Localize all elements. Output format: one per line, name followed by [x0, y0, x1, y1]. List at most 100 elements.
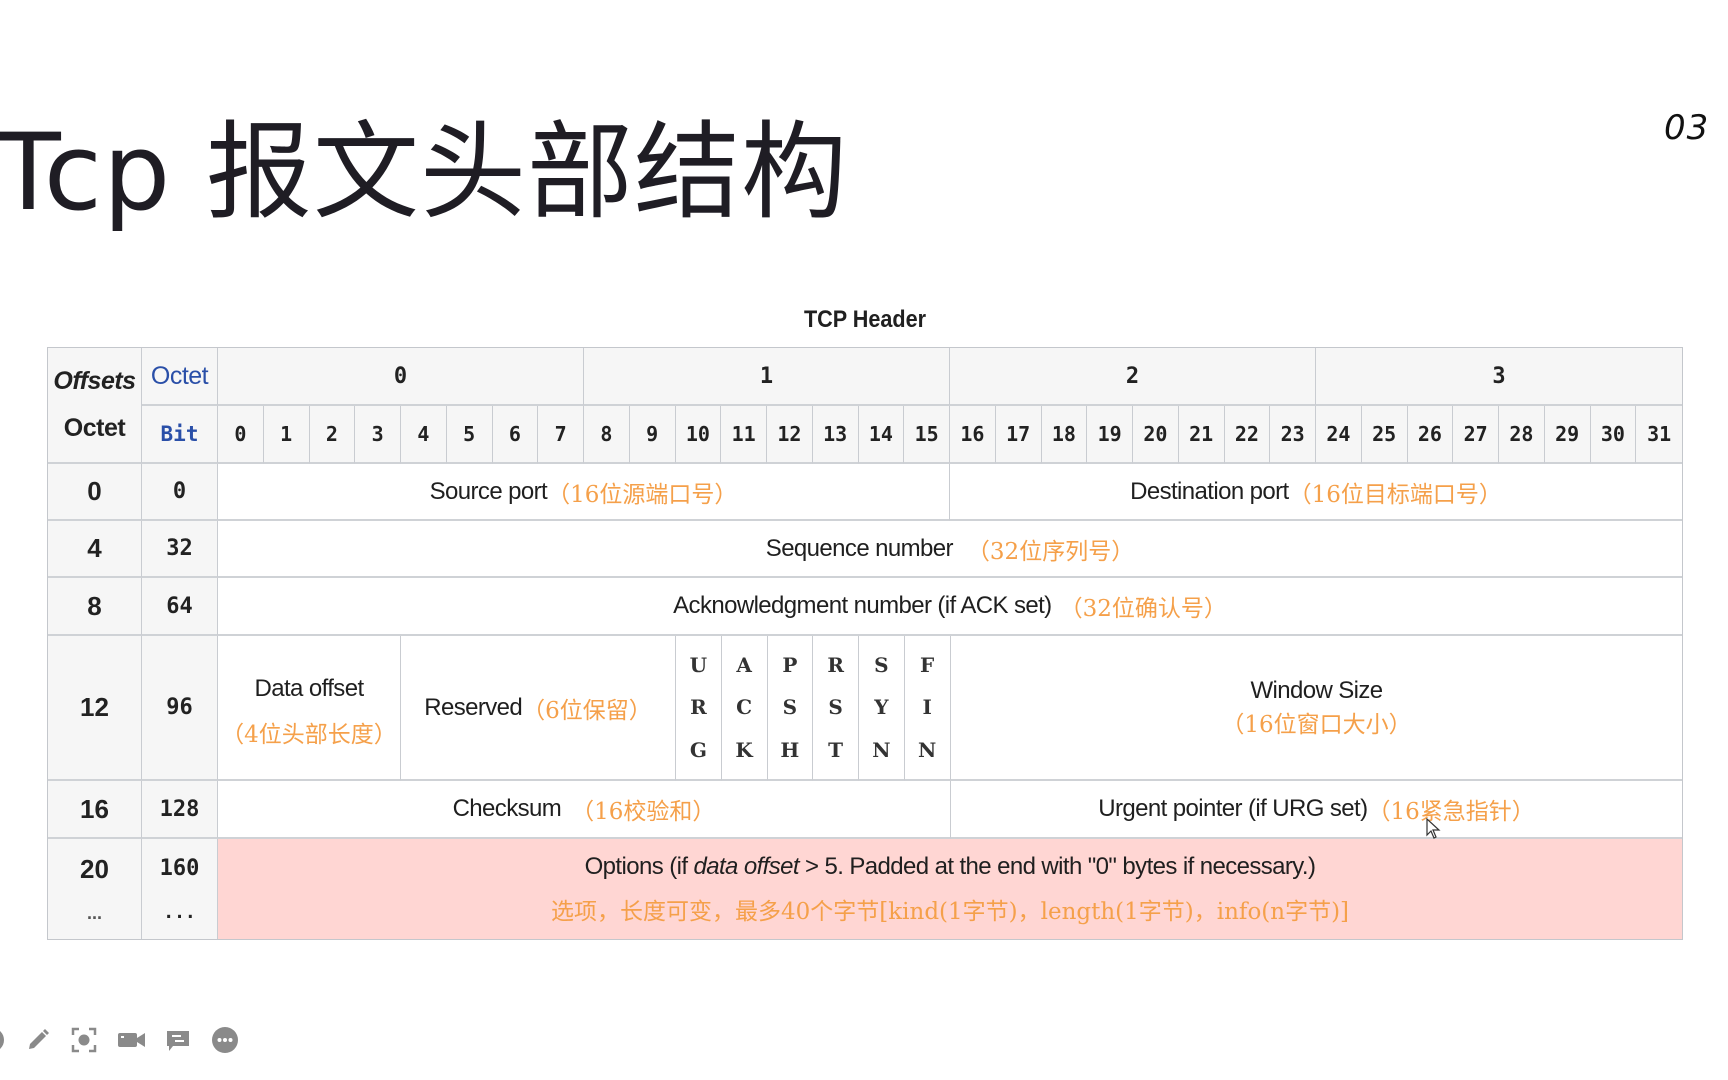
- bit-11-header: 11: [721, 406, 767, 464]
- bit-18-header: 18: [1041, 406, 1088, 464]
- flag-letter: N: [917, 737, 937, 762]
- mouse-cursor-icon: [1426, 818, 1441, 839]
- octet-column-label: Octet: [150, 361, 209, 390]
- bit-7-header: 7: [538, 406, 584, 464]
- bit-number: 18: [1051, 422, 1076, 446]
- flag-letter: F: [920, 653, 935, 678]
- bit-22-header: 22: [1224, 406, 1271, 464]
- slide-title: Tcp 报文头部结构: [0, 111, 848, 234]
- octet-number: 1: [759, 363, 774, 389]
- bit-25-header: 25: [1361, 406, 1408, 464]
- octet-0-header: 0: [218, 348, 584, 406]
- bit-number: 19: [1097, 422, 1122, 446]
- octet-3-header: 3: [1316, 348, 1682, 406]
- bit-number: 25: [1372, 422, 1397, 446]
- bit-21-header: 21: [1178, 406, 1225, 464]
- more-icon[interactable]: [211, 1026, 239, 1054]
- bit-29-header: 29: [1544, 406, 1591, 464]
- bit-31-header: 31: [1636, 406, 1682, 464]
- row-bit-offset: 0: [142, 464, 218, 521]
- octet-number: 2: [1125, 363, 1140, 389]
- offsets-label: Offsets: [53, 367, 136, 395]
- bit-number: 29: [1555, 422, 1580, 446]
- octet-offset-value: 8: [87, 590, 102, 621]
- bit-offset-value: 0: [172, 479, 187, 504]
- flag-letter: R: [827, 653, 844, 678]
- bit-number: 7: [554, 422, 567, 446]
- video-camera-icon[interactable]: [117, 1026, 147, 1054]
- bit-26-header: 26: [1407, 406, 1454, 464]
- field-checksum: Checksum（16校验和）: [218, 781, 951, 839]
- bit-offset-value: 96: [166, 695, 193, 720]
- bit-10-header: 10: [675, 406, 722, 464]
- flag-letter: T: [828, 737, 844, 762]
- field-name: Urgent pointer (if URG set): [1098, 795, 1368, 822]
- bit-23-header: 23: [1270, 406, 1316, 464]
- ellipsis: ...: [86, 903, 102, 923]
- flag-letter: I: [922, 695, 932, 720]
- octet-offset-value: 4: [87, 533, 102, 563]
- bit-5-header: 5: [446, 406, 493, 464]
- row-octet-offset: 0: [48, 464, 142, 521]
- bit-number: 13: [823, 422, 848, 446]
- field-note: （16校验和）: [571, 799, 716, 825]
- field-name: Sequence number: [765, 534, 954, 562]
- bit-2-header: 2: [309, 406, 356, 464]
- flag-letter: A: [736, 653, 752, 678]
- field-sequence-number: Sequence number（32位序列号）: [218, 521, 1682, 578]
- bit-number: 2: [325, 422, 338, 446]
- bit-20-header: 20: [1133, 406, 1179, 464]
- bit-number: 14: [868, 422, 893, 446]
- row-octet-offset: 4: [48, 521, 142, 578]
- row-octet-offset: 12: [48, 636, 142, 781]
- octet-number: 0: [393, 363, 408, 389]
- bit-4-header: 4: [401, 406, 447, 464]
- flag-letter: C: [736, 695, 753, 720]
- bit-number: 4: [417, 422, 430, 446]
- pencil-icon[interactable]: [24, 1026, 52, 1054]
- octet-header-cell: Octet: [142, 348, 218, 406]
- circle-icon[interactable]: [0, 1026, 6, 1054]
- chat-icon[interactable]: [164, 1026, 192, 1054]
- row-bit-offset: 96: [142, 636, 218, 781]
- octet-number: 3: [1492, 363, 1506, 389]
- ellipsis: ...: [163, 901, 196, 923]
- field-options: Options (if data offset > 5. Padded at t…: [218, 839, 1682, 939]
- flag-letter: S: [874, 653, 889, 678]
- octet-offset-value: 20: [80, 854, 109, 884]
- field-name: Window Size: [1250, 676, 1383, 704]
- field-note: 选项，长度可变，最多40个字节[kind(1字节)，length(1字节)，in…: [550, 898, 1350, 925]
- field-acknowledgment-number: Acknowledgment number (if ACK set)（32位确认…: [218, 578, 1682, 636]
- field-note: （4位头部长度）: [221, 721, 397, 748]
- bit-17-header: 17: [995, 406, 1042, 464]
- bit-19-header: 19: [1087, 406, 1133, 464]
- field-name: Options (if data offset > 5. Padded at t…: [584, 852, 1316, 880]
- bit-number: 5: [463, 422, 476, 446]
- bit-number: 23: [1280, 422, 1305, 446]
- row-octet-offset: 20 ...: [48, 839, 142, 939]
- row-bit-offset: 64: [142, 578, 218, 636]
- octet-row-label: Octet: [63, 414, 126, 442]
- flag-letter: U: [689, 653, 708, 678]
- offsets-header-cell: Offsets Octet: [48, 348, 142, 464]
- bit-9-header: 9: [629, 406, 676, 464]
- bit-offset-value: 160: [159, 855, 200, 881]
- flag-letter: P: [782, 653, 798, 678]
- field-destination-port: Destination port（16位目标端口号）: [950, 464, 1682, 521]
- field-source-port: Source port（16位源端口号）: [218, 464, 950, 521]
- row-bit-offset: 160 ...: [142, 839, 218, 939]
- field-reserved: Reserved（6位保留）: [401, 636, 676, 781]
- focus-icon[interactable]: [70, 1026, 98, 1054]
- flag-letter: S: [782, 695, 798, 720]
- flag-letter: H: [780, 737, 800, 762]
- bit-offset-value: 128: [159, 796, 200, 822]
- bit-number: 16: [960, 422, 985, 446]
- bit-number: 10: [685, 422, 710, 446]
- flag-letter: Y: [874, 695, 889, 720]
- octet-offset-value: 16: [80, 793, 109, 824]
- bit-offset-value: 32: [166, 536, 193, 561]
- flag-letter: K: [735, 737, 753, 762]
- bit-number: 30: [1600, 422, 1625, 446]
- row-bit-offset: 32: [142, 521, 218, 578]
